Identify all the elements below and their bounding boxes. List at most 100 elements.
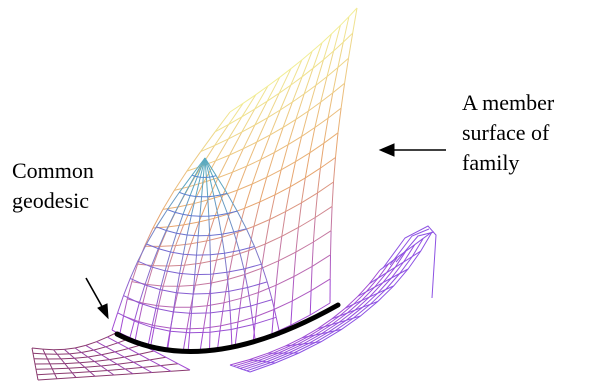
mesh-line xyxy=(84,365,102,368)
mesh-line xyxy=(178,174,193,193)
mesh-line xyxy=(271,299,277,318)
mesh-line xyxy=(168,245,177,267)
mesh-line xyxy=(75,375,96,378)
mesh-line xyxy=(158,285,164,307)
mesh-line xyxy=(246,238,424,372)
mesh-line xyxy=(152,157,336,229)
mesh-line xyxy=(169,311,174,332)
mesh-line xyxy=(107,368,126,371)
mesh-line xyxy=(242,124,256,149)
mesh-line xyxy=(348,33,354,59)
mesh-line xyxy=(129,277,268,295)
mesh-line xyxy=(217,154,231,178)
mesh-line xyxy=(74,356,89,359)
mesh-line xyxy=(332,67,339,93)
mesh-line xyxy=(89,370,108,373)
mesh-line xyxy=(297,202,302,228)
mesh-line xyxy=(194,255,197,275)
mesh-line xyxy=(219,194,228,214)
mesh-line xyxy=(101,351,116,356)
mesh-line xyxy=(201,177,204,197)
mesh-line xyxy=(192,274,196,295)
mesh-line xyxy=(317,168,321,193)
mesh-line xyxy=(266,152,275,178)
mesh-line xyxy=(208,216,211,236)
mesh-line xyxy=(274,127,284,153)
mesh-line xyxy=(212,176,221,196)
mesh-line xyxy=(280,144,289,170)
mesh-line xyxy=(275,260,280,286)
mesh-line xyxy=(240,274,246,299)
mesh-line xyxy=(323,33,332,60)
mesh-line xyxy=(36,373,55,376)
mesh-line xyxy=(64,362,80,365)
mesh-line xyxy=(125,366,143,370)
mesh-line xyxy=(184,175,196,195)
mesh-line xyxy=(146,226,157,245)
mesh-line xyxy=(37,378,58,381)
mesh-line xyxy=(335,132,339,158)
mesh-line xyxy=(326,50,335,77)
mesh-line xyxy=(199,240,208,264)
mesh-line xyxy=(167,209,238,217)
mesh-line xyxy=(264,219,271,245)
mesh-line xyxy=(330,230,332,255)
mesh-line xyxy=(412,250,422,257)
mesh-line xyxy=(279,84,292,111)
mesh-line xyxy=(137,260,262,276)
mesh-line xyxy=(186,151,202,172)
mesh-line xyxy=(291,76,303,103)
arrow-down-right-icon xyxy=(85,277,109,320)
mesh-line xyxy=(126,281,133,300)
mesh-line xyxy=(227,116,243,140)
mesh-line xyxy=(241,108,256,133)
mesh-line xyxy=(182,234,188,255)
member-surface-label: A member surface of family xyxy=(462,90,555,175)
mesh-line xyxy=(31,347,39,381)
mesh-line xyxy=(150,325,155,346)
mesh-line xyxy=(395,231,435,263)
mesh-line xyxy=(32,352,46,355)
mesh-line xyxy=(330,206,333,231)
mesh-line xyxy=(155,289,161,309)
mesh-line xyxy=(87,354,102,358)
mesh-line xyxy=(131,230,332,287)
mesh-line xyxy=(133,302,140,322)
mesh-line xyxy=(232,148,244,173)
mesh-line xyxy=(117,361,134,365)
mesh-line xyxy=(327,92,334,119)
mesh-line xyxy=(236,210,247,230)
mesh-line xyxy=(94,359,110,362)
mesh-line xyxy=(178,265,185,287)
mesh-line xyxy=(156,226,247,237)
mesh-line xyxy=(214,32,354,133)
mesh-line xyxy=(174,194,186,213)
mesh-line xyxy=(340,83,346,109)
mesh-line xyxy=(311,241,314,267)
mesh-line xyxy=(385,285,395,290)
mesh-line xyxy=(228,103,244,125)
mesh-line xyxy=(176,214,184,234)
mesh-line xyxy=(189,313,192,333)
mesh-line xyxy=(56,377,77,380)
mesh-line xyxy=(85,341,97,346)
mesh-line xyxy=(224,253,228,273)
mesh-line xyxy=(260,264,268,283)
mesh-line xyxy=(213,195,219,216)
mesh-line xyxy=(85,344,134,375)
mesh-line xyxy=(344,58,349,84)
mesh-line xyxy=(211,259,217,284)
mesh-line xyxy=(151,308,157,328)
mesh-line xyxy=(162,132,339,210)
mesh-line xyxy=(134,321,140,341)
mesh-line xyxy=(243,244,416,371)
mesh-line xyxy=(174,107,342,191)
mesh-line xyxy=(203,305,208,329)
mesh-line xyxy=(314,192,318,218)
mesh-line xyxy=(167,331,171,351)
mesh-line xyxy=(155,209,168,228)
mesh-line xyxy=(229,310,232,330)
mesh-line xyxy=(151,370,172,373)
mesh-line xyxy=(304,152,311,178)
mesh-line xyxy=(119,315,124,334)
